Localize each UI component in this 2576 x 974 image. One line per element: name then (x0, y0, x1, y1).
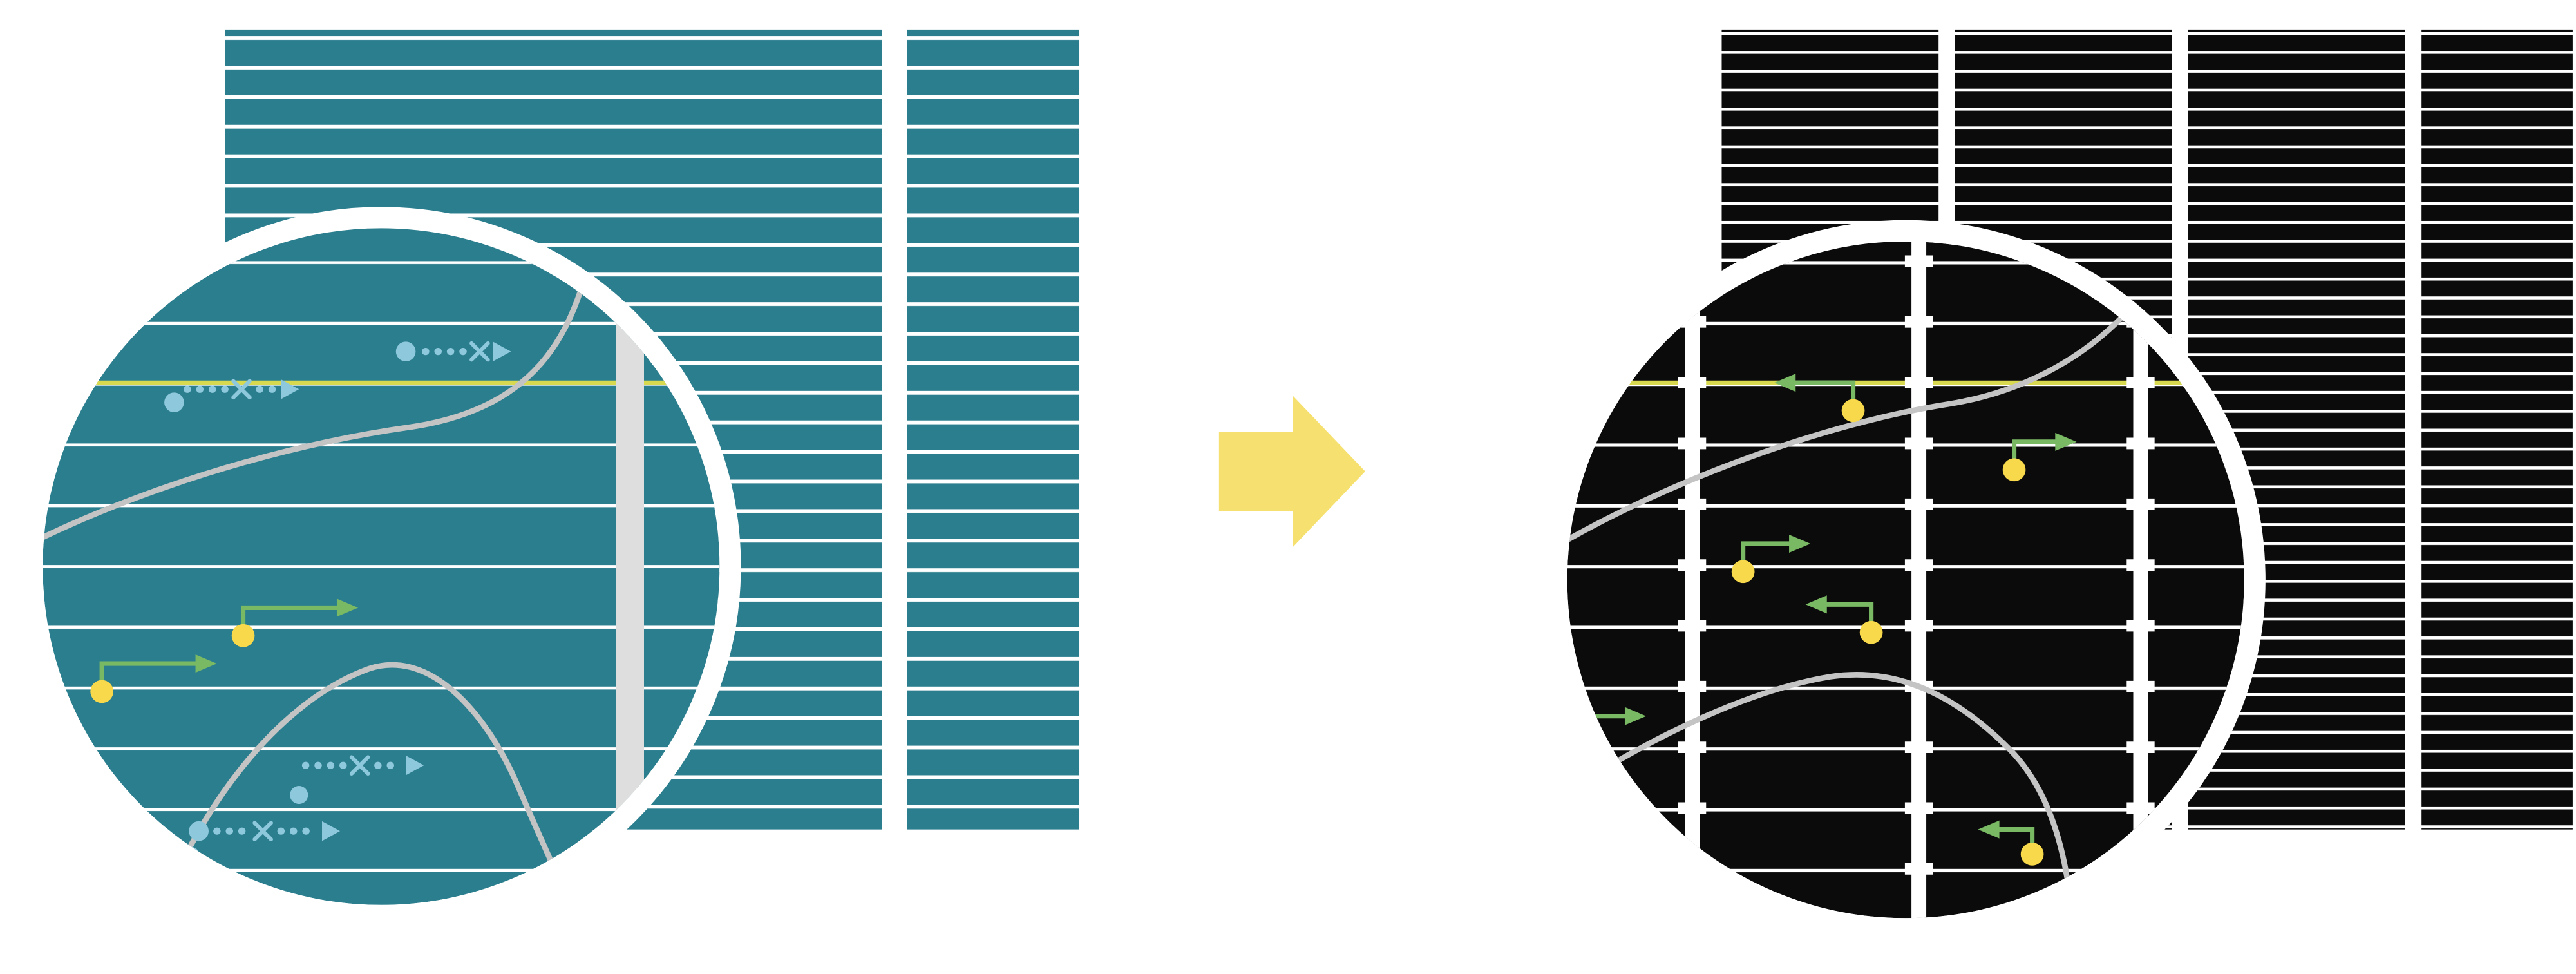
collected-carrier-arrow (1731, 534, 1811, 584)
carrier-arrowhead-icon (336, 598, 359, 617)
collected-carrier-arrow (231, 598, 359, 647)
collected-carrier-arrow (1978, 820, 2044, 866)
collected-carrier-arrow (1805, 595, 1883, 644)
carrier-dot (90, 680, 114, 703)
carrier-arrowhead-icon (2055, 432, 2077, 451)
carrier-dot (2002, 458, 2026, 482)
carrier-dot (1731, 560, 1755, 584)
carrier-arrowhead-icon (1805, 595, 1827, 614)
right-inset-busbar (2126, 241, 2155, 919)
electron-dot (290, 786, 308, 805)
transition-arrow (1218, 396, 1365, 548)
grain-boundary-path (1567, 269, 2160, 547)
right-cell-section-4 (2421, 29, 2573, 830)
carrier-arrowhead-icon (1624, 707, 1647, 725)
carrier-dot (1841, 399, 1865, 423)
recombination-x-icon (231, 379, 252, 400)
left-cell-section-strip (907, 29, 1080, 830)
collected-carrier-arrow (1774, 374, 1865, 423)
left-magnifier-ring (21, 207, 741, 927)
carrier-arrowhead-icon (1774, 374, 1796, 392)
carrier-dot (2020, 843, 2044, 866)
left-inset-background (43, 228, 720, 905)
electron-dot (164, 392, 184, 412)
electron-dot (395, 341, 416, 361)
carrier-arrowhead-icon (195, 654, 217, 673)
right-magnifier-ring (1546, 220, 2266, 940)
grain-boundary-path (155, 662, 580, 905)
carrier-dot (1859, 620, 1883, 644)
electron-path-c (290, 755, 424, 805)
right-arrow-icon (1218, 396, 1365, 548)
electron-arrowhead-icon (493, 341, 511, 361)
carrier-arrowhead-icon (1978, 820, 2000, 839)
right-magnifier (1546, 220, 2266, 940)
right-inset-busbar (1678, 241, 1707, 919)
electron-path-b (395, 341, 511, 362)
grain-boundary-path (43, 228, 600, 550)
electron-arrowhead-icon (281, 379, 299, 399)
recombination-x-icon (252, 821, 273, 841)
recombination-x-icon (469, 341, 490, 362)
carrier-arrowhead-icon (1789, 534, 1811, 553)
electron-dot (189, 821, 209, 841)
carrier-dot (231, 624, 255, 647)
collected-carrier-arrow (90, 654, 217, 703)
electron-arrowhead-icon (406, 755, 424, 776)
grain-boundary-path (1567, 672, 2075, 919)
right-inset-busbar (1904, 241, 1933, 919)
electron-path-a (164, 379, 299, 412)
collected-carrier-arrow (2002, 432, 2077, 482)
recombination-x-icon (349, 755, 370, 776)
electron-arrowhead-icon (322, 821, 341, 841)
left-magnifier (21, 207, 741, 927)
